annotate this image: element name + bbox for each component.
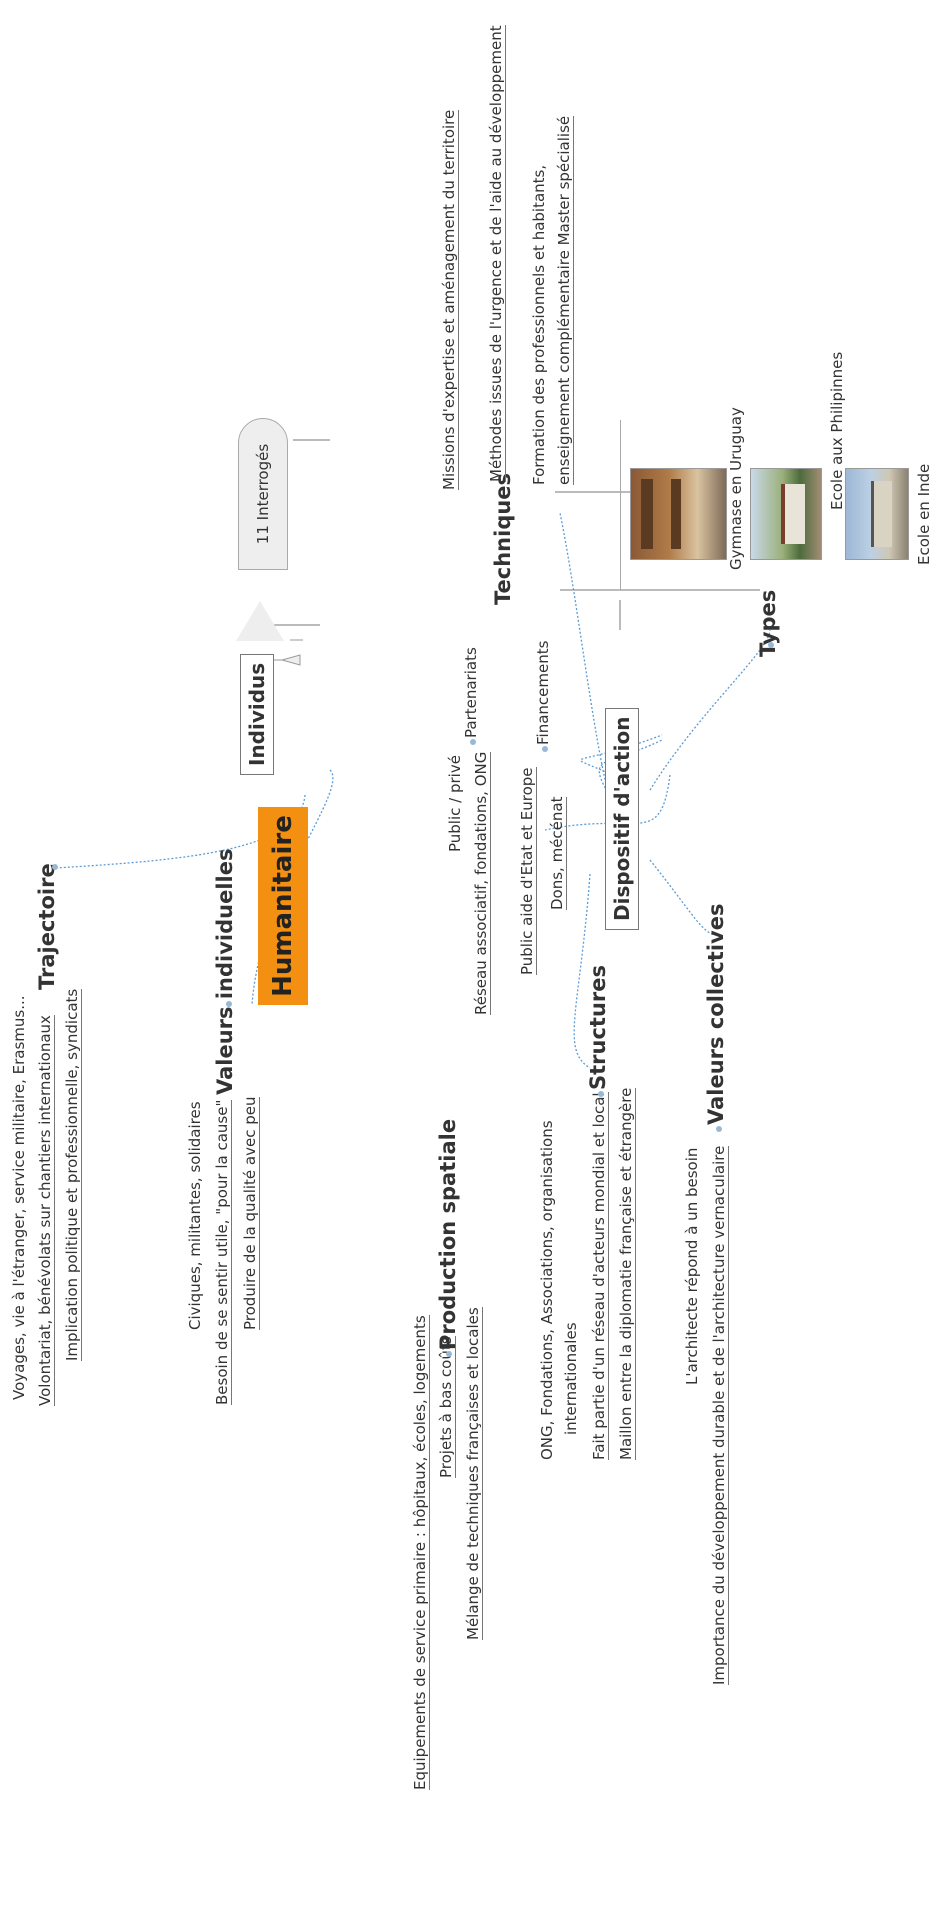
dot-valeurs-collectives (716, 1126, 722, 1132)
structures-node[interactable]: Structures (586, 964, 610, 1090)
production-spatiale-node[interactable]: Production spatiale (436, 1118, 460, 1350)
connector-dispositif-types (649, 629, 771, 791)
connector-dispositif-valeurs-collectives (649, 859, 715, 936)
dot-types (768, 642, 774, 648)
connector-dispositif-structures-b (573, 873, 591, 1069)
connector-triangle-icon (236, 601, 284, 641)
connector-dispositif-techniques-upper (559, 512, 621, 826)
valeurs-item-1: Civiques, militantes, solidaires (186, 1101, 204, 1330)
dot-trajectoire (52, 864, 58, 870)
connector-dispositif-techniques (544, 774, 671, 831)
financements-item-2: Dons, mécénat (548, 796, 567, 910)
dot-partenariats (470, 739, 476, 745)
structures-item-4: Maillon entre la diplomatie française et… (617, 1087, 636, 1460)
techniques-item-4: enseignement complémentaire Master spéci… (555, 115, 574, 485)
valeurs-individuelles-node[interactable]: Valeurs individuelles (213, 848, 237, 1095)
types-bracket (620, 420, 931, 590)
techniques-item-1: Missions d'expertise et aménagement du t… (440, 109, 459, 490)
partenariats-item-2: Réseau associatif, fondations, ONG (472, 751, 491, 1015)
trajectoire-item-2: Volontariat, bénévolats sur chantiers in… (36, 1015, 55, 1406)
production-item-2: Projets à bas coûts (437, 1336, 456, 1478)
partenariats-item-1: Public / privé (446, 755, 464, 852)
valeurs-item-3: Produire de la qualité avec peu (241, 1096, 260, 1330)
central-node[interactable]: Humanitaire (258, 807, 308, 1005)
financements-node[interactable]: Financements (534, 640, 552, 745)
dispositif-label: Dispositif d'action (610, 716, 634, 921)
structures-item-1: ONG, Fondations, Associations, organisat… (538, 1120, 556, 1460)
production-item-1: Equipements de service primaire : hôpita… (411, 1315, 430, 1790)
valeurs-collectives-item-2: Importance du développement durable et d… (710, 1145, 729, 1685)
individus-node[interactable]: Individus (240, 653, 274, 775)
dot-structures (598, 1091, 604, 1097)
structures-item-3: Fait partie d'un réseau d'acteurs mondia… (590, 1092, 609, 1460)
dispositif-node[interactable]: Dispositif d'action (605, 707, 639, 930)
trajectoire-node[interactable]: Trajectoire (35, 863, 59, 990)
financements-item-1: Public aide d'Etat et Europe (518, 767, 537, 975)
techniques-item-3: Formation des professionnels et habitant… (530, 164, 548, 485)
valeurs-collectives-item-1: L'architecte répond à un besoin (683, 1147, 701, 1385)
central-node-label: Humanitaire (268, 815, 298, 997)
techniques-item-2: Méthodes issues de l'urgence et de l'aid… (487, 25, 506, 482)
dot-valeurs (226, 1001, 232, 1007)
production-item-3: Mélange de techniques françaises et loca… (464, 1307, 483, 1640)
trajectoire-item-1: Voyages, vie à l'étranger, service milit… (10, 995, 28, 1400)
individus-label: Individus (245, 662, 269, 766)
interroges-label: 11 Interrogés (254, 443, 272, 545)
dot-financements (542, 746, 548, 752)
partenariats-node[interactable]: Partenariats (462, 647, 480, 738)
structures-item-2: internationales (562, 1322, 580, 1435)
trajectoire-item-3: Implication politique et professionnelle… (63, 988, 82, 1361)
dot-production (446, 1351, 452, 1357)
valeurs-collectives-node[interactable]: Valeurs collectives (704, 903, 728, 1125)
interroges-node[interactable]: 11 Interrogés (238, 418, 288, 570)
valeurs-item-2: Besoin de se sentir utile, "pour la caus… (213, 1099, 232, 1405)
techniques-node[interactable]: Techniques (491, 472, 515, 605)
